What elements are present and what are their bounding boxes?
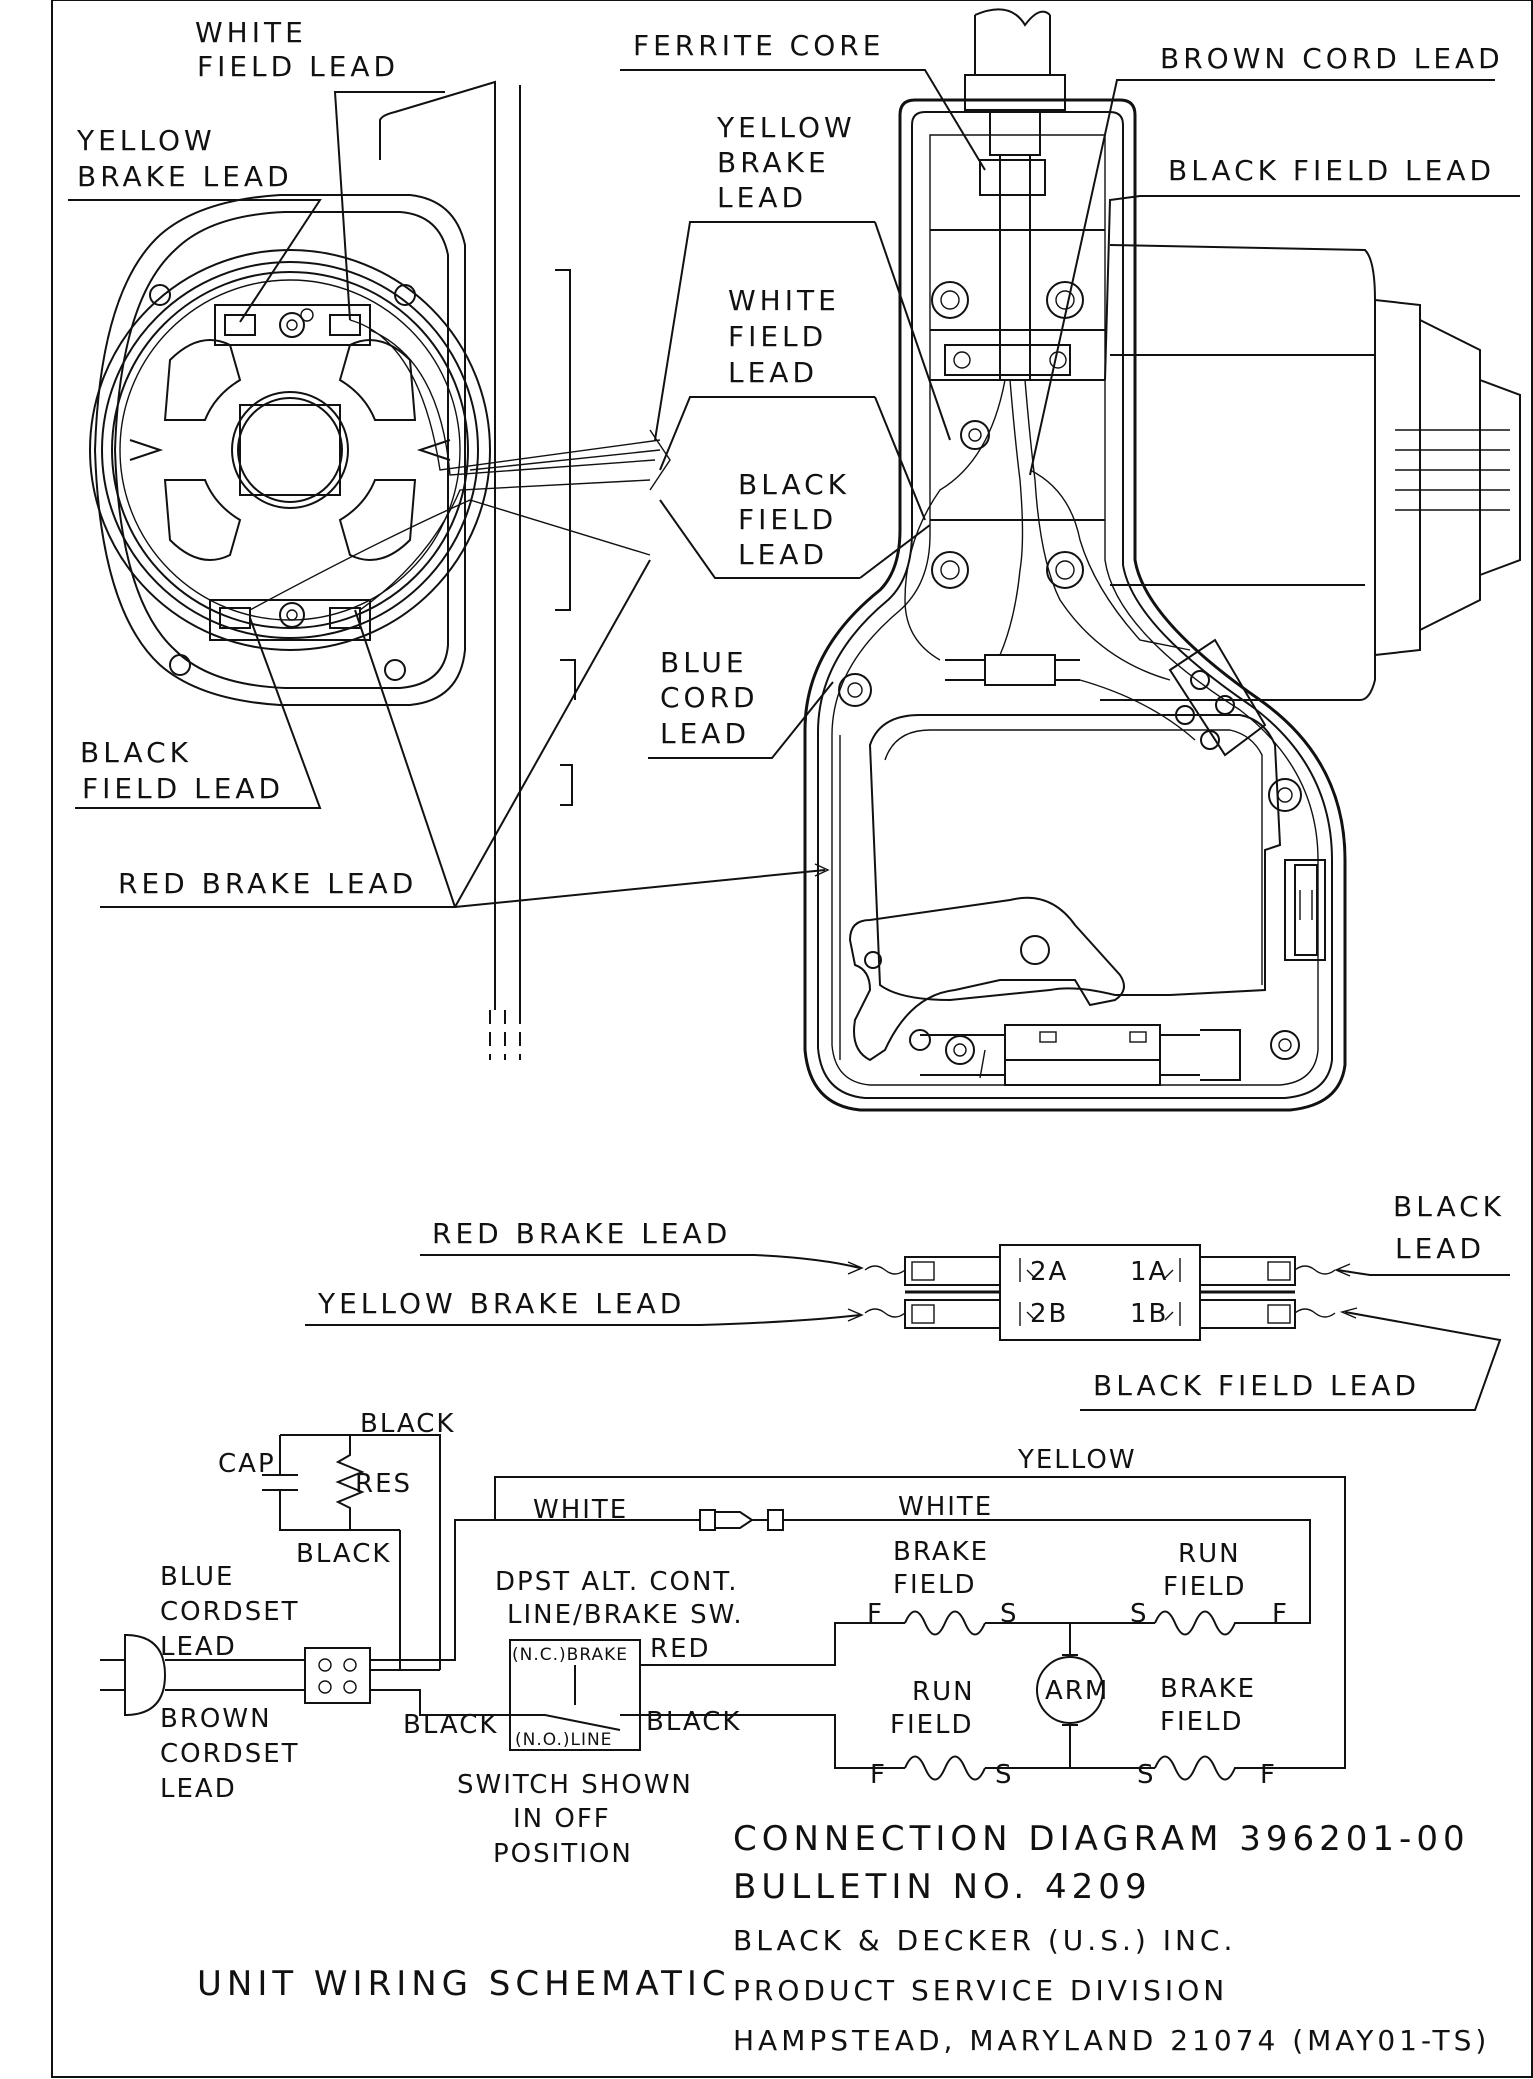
label-black-switch-right: BLACK	[646, 1707, 741, 1737]
label-line-3: LEAD	[717, 181, 807, 214]
label-line-1: WHITE	[728, 284, 840, 317]
label-switch-shown-2: IN OFF	[513, 1804, 611, 1834]
label-line-2: FIELD	[738, 503, 837, 536]
label-brake-field-bottom-1: BRAKE	[1160, 1674, 1256, 1704]
label-res: RES	[355, 1469, 412, 1499]
label-ferrite-core: FERRITE CORE	[620, 29, 986, 171]
label-white-field-lead-mid: WHITE FIELD LEAD	[659, 284, 926, 521]
label-line-1: BLUE	[660, 646, 748, 679]
label-black-field-lead-right: BLACK FIELD LEAD	[1104, 154, 1520, 381]
label-red-brake-lead-top: RED BRAKE LEAD	[100, 559, 830, 908]
label-run-field-bottom-1: RUN	[912, 1677, 975, 1707]
terminal-s-2: S	[1130, 1599, 1149, 1629]
label-line-2: FIELD	[728, 320, 827, 353]
label-brown-cordset-3: LEAD	[160, 1774, 237, 1804]
label-black-field-lead-mid: BLACK FIELD LEAD	[659, 468, 931, 579]
terminal-f-4: F	[1260, 1760, 1277, 1790]
terminal-2a: 2A	[1030, 1257, 1068, 1287]
label-black-bottom: BLACK	[296, 1539, 391, 1569]
terminal-f-3: F	[870, 1760, 887, 1790]
motor-field-assembly	[89, 80, 671, 1060]
label-yellow: YELLOW	[1017, 1445, 1137, 1475]
label-line-1: YELLOW	[716, 111, 856, 144]
label-run-field-top-2: FIELD	[1163, 1572, 1247, 1602]
label-blue-cordset-1: BLUE	[160, 1562, 235, 1592]
footer-line-1: CONNECTION DIAGRAM 396201-00	[733, 1819, 1470, 1859]
label-line-2: BRAKE LEAD	[77, 160, 293, 193]
label-line-1: WHITE	[195, 16, 307, 49]
label-black-switch-left: BLACK	[403, 1710, 498, 1740]
label-line-3: LEAD	[728, 356, 818, 389]
label-nc-brake: (N.C.)BRAKE	[512, 1645, 628, 1665]
footer-line-3: BLACK & DECKER (U.S.) INC.	[733, 1924, 1236, 1957]
label-line-1: YELLOW	[76, 124, 216, 157]
label-cap: CAP	[218, 1449, 276, 1479]
label-switch-shown-3: POSITION	[493, 1839, 633, 1869]
top-callouts: WHITE FIELD LEAD YELLOW BRAKE LEAD BLACK…	[68, 16, 1520, 908]
label-text: BLACK FIELD LEAD	[1168, 154, 1495, 187]
footer-line-4: PRODUCT SERVICE DIVISION	[733, 1974, 1228, 2007]
label-line-2: FIELD LEAD	[82, 772, 284, 805]
label-black-lead-1: BLACK	[1393, 1190, 1505, 1223]
terminal-s-4: S	[1137, 1760, 1156, 1790]
label-switch-name-2: LINE/BRAKE SW.	[507, 1600, 744, 1630]
label-brake-field-bottom-2: FIELD	[1160, 1707, 1244, 1737]
label-text: FERRITE CORE	[633, 29, 884, 62]
label-yellow-brake-lead-mid: YELLOW BRAKE LEAD	[654, 111, 951, 441]
handle-assembly	[803, 8, 1521, 1112]
label-switch-name-1: DPST ALT. CONT.	[495, 1567, 739, 1597]
label-text: BROWN CORD LEAD	[1160, 42, 1504, 75]
label-black-top: BLACK	[360, 1409, 455, 1439]
label-brake-field-top-1: BRAKE	[893, 1537, 989, 1567]
terminal-2b: 2B	[1030, 1299, 1068, 1329]
label-black-lead-2: LEAD	[1395, 1232, 1485, 1265]
label-blue-cord-lead: BLUE CORD LEAD	[648, 646, 834, 759]
terminal-1a: 1A	[1130, 1257, 1168, 1287]
page-border	[51, 0, 1533, 2078]
label-no-line: (N.O.)LINE	[515, 1730, 612, 1750]
label-line-2: BRAKE	[717, 146, 830, 179]
label-black-field-lead: BLACK FIELD LEAD	[1093, 1369, 1420, 1402]
switch-detail: 2A 2B 1A 1B RED BRAKE LEAD YELLOW BRAKE …	[305, 1190, 1510, 1411]
label-line-1: BLACK	[738, 468, 850, 501]
label-red: RED	[650, 1634, 711, 1664]
label-black-field-lead-left: BLACK FIELD LEAD	[75, 617, 322, 809]
label-yellow-brake-lead-left: YELLOW BRAKE LEAD	[68, 124, 322, 323]
label-switch-shown-1: SWITCH SHOWN	[457, 1770, 693, 1800]
label-line-2: CORD	[660, 681, 759, 714]
label-run-field-bottom-2: FIELD	[890, 1710, 974, 1740]
terminal-s-1: S	[1000, 1599, 1019, 1629]
label-text: RED BRAKE LEAD	[118, 867, 417, 900]
label-brake-field-top-2: FIELD	[893, 1570, 977, 1600]
terminal-f-2: F	[1272, 1599, 1289, 1629]
label-brown-cord-lead: BROWN CORD LEAD	[1029, 42, 1504, 476]
unit-wiring-schematic: BLACK CAP RES BLACK YELLOW WHITE WHITE B…	[100, 1409, 1346, 2004]
label-run-field-top-1: RUN	[1178, 1539, 1241, 1569]
label-line-2: FIELD LEAD	[197, 50, 399, 83]
label-white-right: WHITE	[898, 1492, 993, 1522]
label-line-3: LEAD	[738, 538, 828, 571]
label-yellow-brake-lead: YELLOW BRAKE LEAD	[317, 1287, 685, 1320]
label-brown-cordset-1: BROWN	[160, 1704, 272, 1734]
label-arm: ARM	[1045, 1676, 1109, 1706]
terminal-1b: 1B	[1130, 1299, 1168, 1329]
terminal-f-1: F	[867, 1599, 884, 1629]
title-block: CONNECTION DIAGRAM 396201-00 BULLETIN NO…	[733, 1819, 1490, 2057]
footer-line-5: HAMPSTEAD, MARYLAND 21074 (MAY01-TS)	[733, 2024, 1490, 2057]
terminal-s-3: S	[995, 1760, 1014, 1790]
label-unit-wiring-schematic: UNIT WIRING SCHEMATIC	[197, 1964, 731, 2004]
label-brown-cordset-2: CORDSET	[160, 1739, 300, 1769]
label-blue-cordset-2: CORDSET	[160, 1597, 300, 1627]
footer-line-2: BULLETIN NO. 4209	[733, 1867, 1152, 1907]
label-line-3: LEAD	[660, 717, 750, 750]
label-white-field-lead-left: WHITE FIELD LEAD	[195, 16, 445, 321]
label-line-1: BLACK	[80, 736, 192, 769]
label-blue-cordset-3: LEAD	[160, 1632, 237, 1662]
label-red-brake-lead: RED BRAKE LEAD	[432, 1217, 731, 1250]
